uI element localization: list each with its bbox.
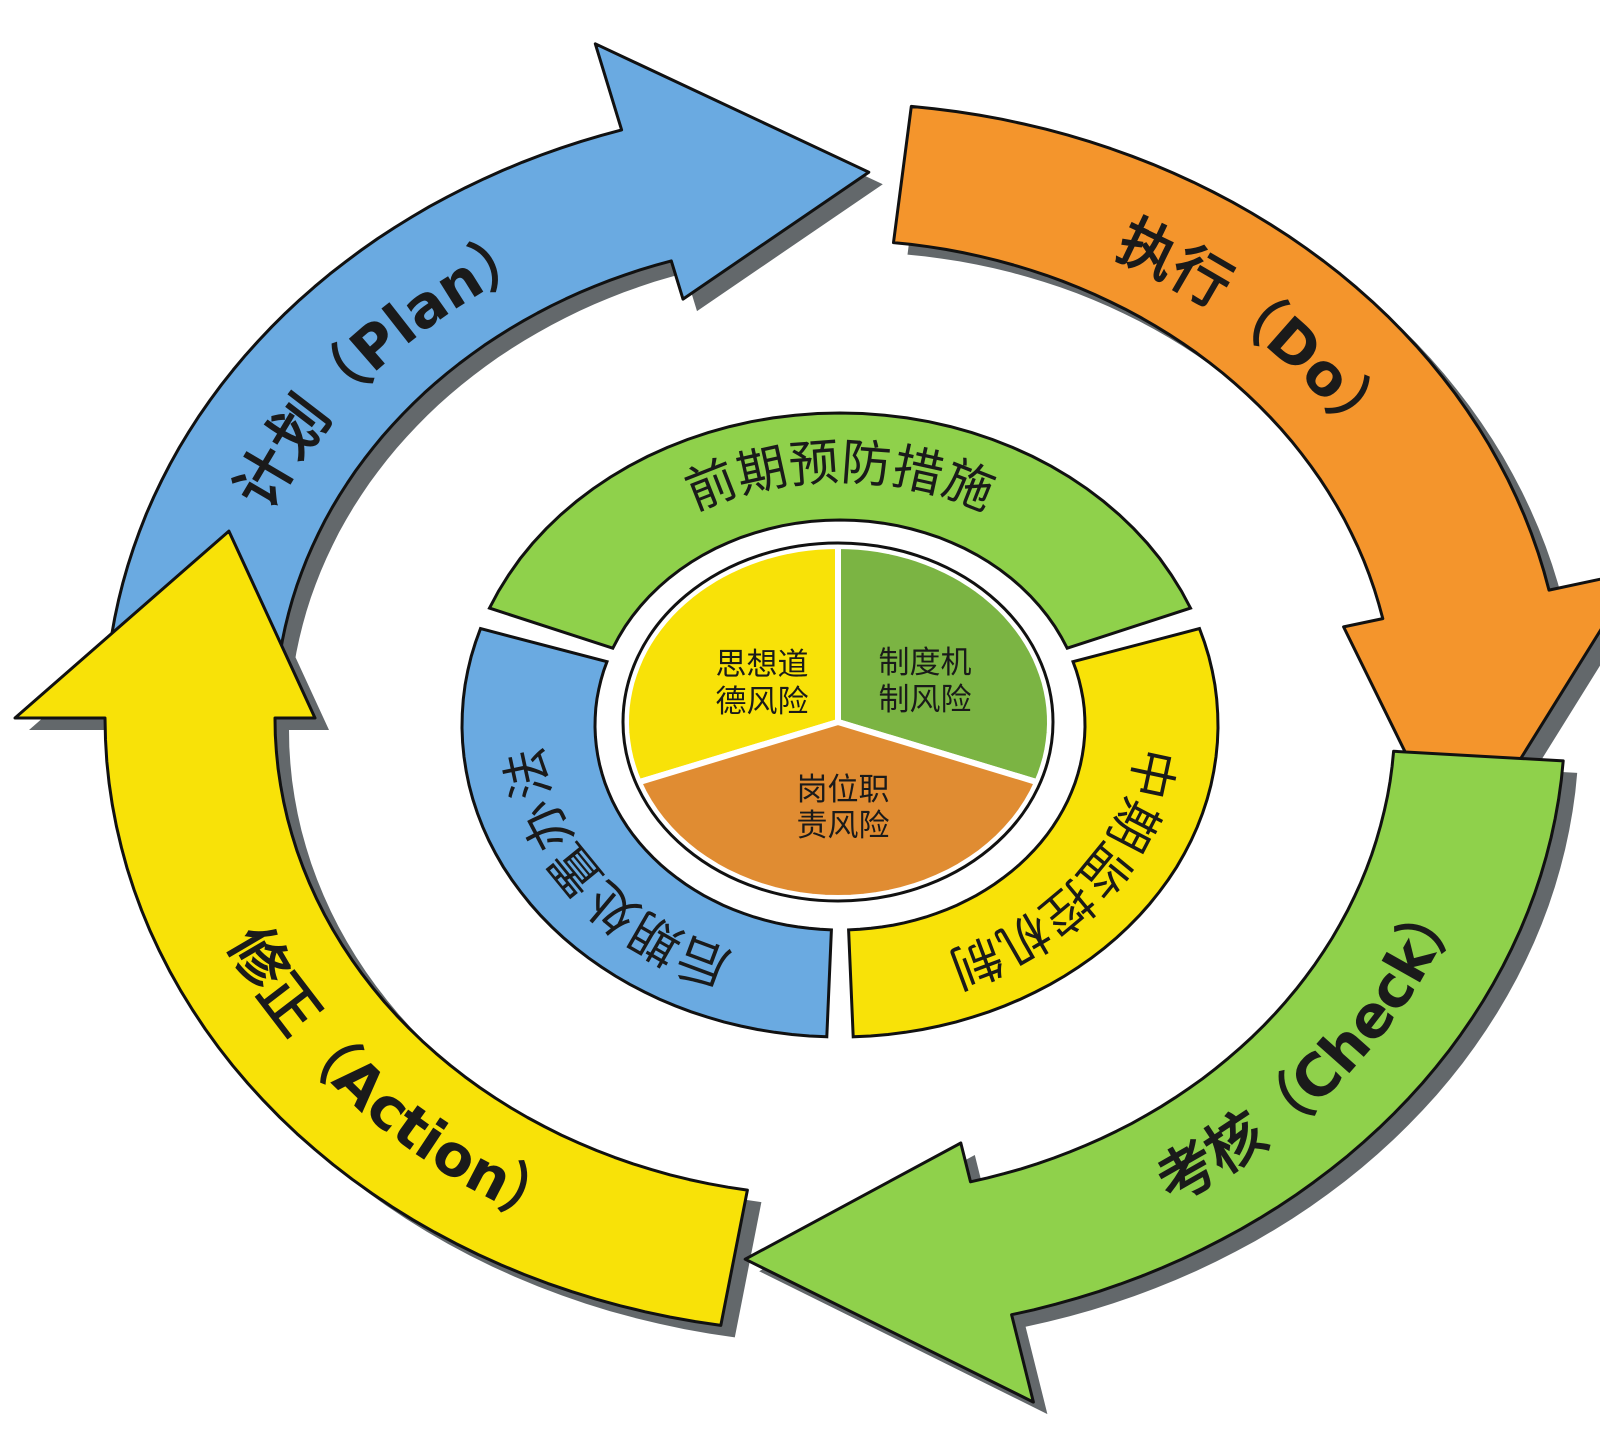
arrow-do <box>892 104 1600 861</box>
pie-label-system-1: 制度机 <box>879 645 972 681</box>
ring-segment-mid <box>847 626 1220 1039</box>
pie-label-moral-2: 德风险 <box>716 684 809 720</box>
pie-slice-moral <box>622 542 841 786</box>
ring-segment-late <box>460 626 833 1039</box>
risk-pie <box>621 541 1055 903</box>
pie-slice-system <box>835 542 1054 786</box>
arrows <box>13 42 1600 1404</box>
pie-slice-post <box>634 718 1042 902</box>
ring-segment-early <box>487 411 1193 651</box>
arrow-action <box>13 529 749 1327</box>
pie-outline <box>621 541 1055 903</box>
pie-label-moral-1: 思想道 <box>716 647 809 683</box>
arrow-plan <box>107 42 871 670</box>
arrow-check <box>743 749 1565 1404</box>
pie-label-post-1: 岗位职 <box>797 772 890 808</box>
pie-label-post-2: 责风险 <box>797 808 890 844</box>
pie-label-system-2: 制风险 <box>879 682 972 718</box>
